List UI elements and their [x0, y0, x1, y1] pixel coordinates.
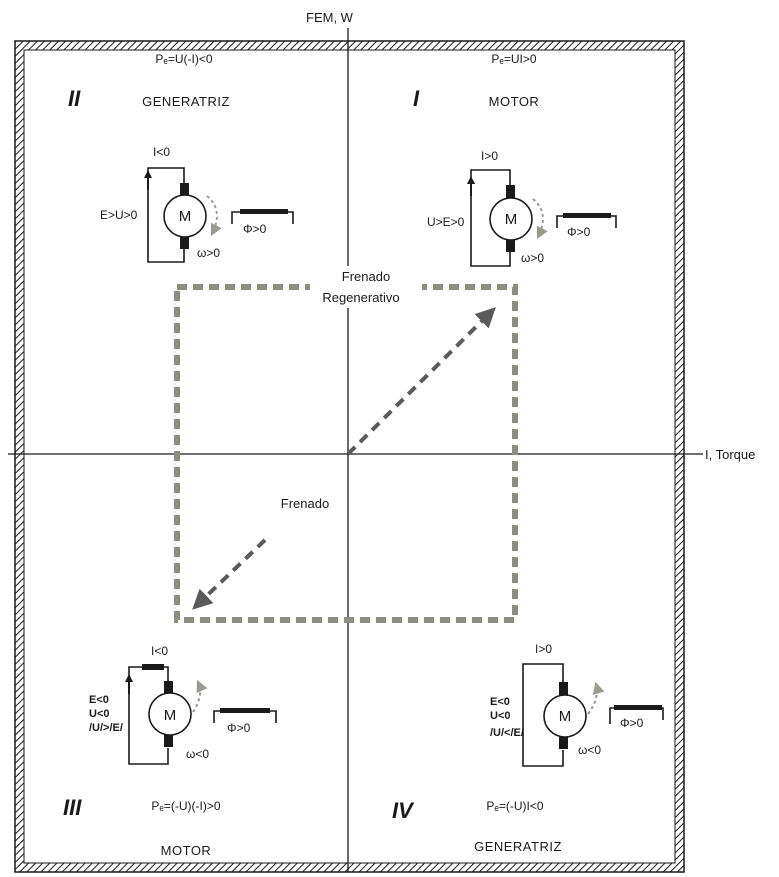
voltage-label-cmp: /U/</E/ [490, 727, 524, 739]
x-axis-label: I, Torque [705, 447, 755, 462]
regenerative-arrow [346, 307, 496, 456]
flux-label: Φ>0 [227, 721, 251, 735]
mode-label: GENERATRIZ [474, 839, 562, 854]
mode-label: MOTOR [161, 843, 212, 858]
motor-symbol: M [559, 708, 572, 725]
braking-label: Frenado [281, 496, 329, 511]
quadrant-ii: Pₑ=U(-I)<0 II GENERATRIZ M I<0 E>U>0 ω>0… [68, 52, 294, 263]
y-axis-label: FEM, W [306, 10, 354, 25]
current-label: I<0 [151, 644, 168, 658]
voltage-label-u: U<0 [490, 710, 511, 722]
regenerative-label-line2: Regenerativo [322, 290, 399, 305]
flux-label: Φ>0 [243, 222, 267, 236]
quadrant-iii: M I<0 E<0 U<0 /U/>/E/ ω<0 Φ>0 III Pₑ=(-U… [63, 644, 277, 858]
flux-label: Φ>0 [620, 716, 644, 730]
power-label: Pₑ=UI>0 [491, 52, 536, 66]
power-label: Pₑ=(-U)(-I)>0 [151, 799, 220, 813]
current-label: I>0 [535, 642, 552, 656]
regenerative-label-line1: Frenado [342, 269, 390, 284]
current-label: I<0 [153, 145, 170, 159]
quadrant-numeral: IV [392, 798, 415, 823]
voltage-label-e: E<0 [89, 694, 109, 706]
speed-label: ω>0 [521, 251, 544, 265]
motor-circuit [522, 663, 664, 767]
current-label: I>0 [481, 149, 498, 163]
power-label: Pₑ=(-U)I<0 [486, 799, 543, 813]
voltage-label-u: U<0 [89, 708, 110, 720]
voltage-label: U>E>0 [427, 215, 465, 229]
motor-circuit [125, 664, 277, 765]
motor-symbol: M [179, 208, 192, 225]
speed-label: ω>0 [197, 246, 220, 260]
voltage-label: E>U>0 [100, 208, 138, 222]
motor-symbol: M [164, 707, 177, 724]
flux-label: Φ>0 [567, 225, 591, 239]
motor-circuit [467, 169, 617, 267]
motor-circuit [144, 167, 294, 263]
speed-label: ω<0 [578, 743, 601, 757]
voltage-label-e: E<0 [490, 696, 510, 708]
motor-symbol: M [505, 211, 518, 228]
quadrant-iv: M I>0 E<0 U<0 /U/</E/ ω<0 Φ>0 IV Pₑ=(-U)… [392, 642, 664, 854]
quadrant-numeral: III [63, 795, 82, 820]
mode-label: GENERATRIZ [142, 94, 230, 109]
power-label: Pₑ=U(-I)<0 [155, 52, 212, 66]
quadrant-i: Pₑ=UI>0 I MOTOR M I>0 U>E>0 ω>0 Φ>0 [413, 52, 617, 267]
mode-label: MOTOR [489, 94, 540, 109]
quadrant-numeral: II [68, 86, 81, 111]
speed-label: ω<0 [186, 747, 209, 761]
voltage-label-cmp: /U/>/E/ [89, 722, 123, 734]
braking-arrow [192, 538, 267, 610]
quadrant-numeral: I [413, 86, 420, 111]
hatched-frame [14, 40, 685, 873]
